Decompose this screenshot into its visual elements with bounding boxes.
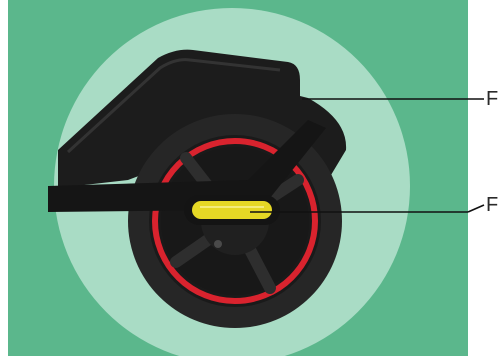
reflector <box>192 201 272 219</box>
product-illustration-panel <box>8 0 468 356</box>
scooter-rear-wheel-illustration <box>8 0 468 356</box>
hub-bolt <box>214 240 222 248</box>
callout-label-fender: F <box>486 89 498 109</box>
callout-label-reflector: F <box>486 195 498 215</box>
leader-line-2-bend <box>468 205 484 212</box>
